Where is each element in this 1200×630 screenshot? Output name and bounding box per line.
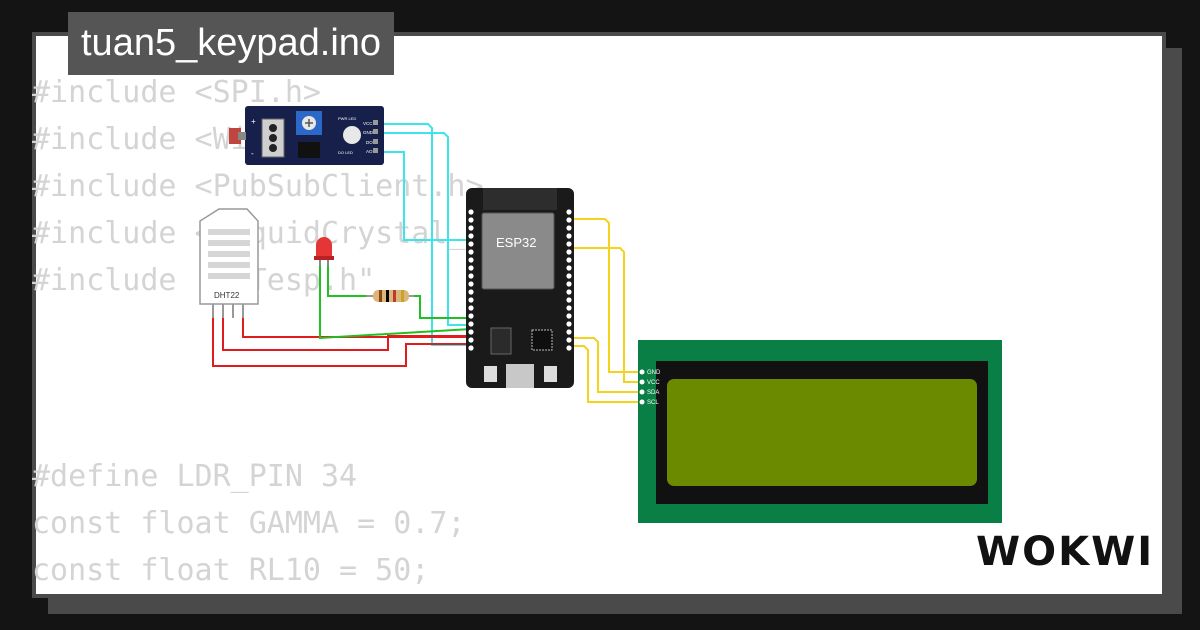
wire-lcd-gnd [566,218,641,373]
ldr-led-label-pwr: PWR LED [338,116,356,121]
lcd-pin-sda: SDA [647,390,659,396]
ldr-pin-vcc: VCC [363,121,373,126]
wire-ldr-gnd [378,132,471,326]
wire-led-cathode [319,262,472,340]
ldr-side-label-minus: - [251,149,254,158]
code-line: #include <SPI.h> [32,75,321,110]
wire-dht-gnd [242,318,471,338]
wire-resistor-esp [411,295,471,319]
wire-dht-vcc [212,318,471,367]
file-title: tuan5_keypad.ino [68,12,395,75]
lcd-pin-gnd: GND [647,370,661,376]
esp32-pins-right [566,209,572,351]
ldr-led-label-do: DO LED [338,150,353,155]
lcd-pin-scl: SCL [647,400,659,406]
wire-lcd-scl [566,345,641,403]
esp32-board[interactable]: ESP32 [466,188,574,388]
wire-lcd-vcc [566,247,641,383]
ldr-pin-do: DO [366,140,373,145]
wire-ldr-ao [378,151,471,241]
wires [212,123,641,403]
wokwi-logo: WOKWI [976,529,1155,575]
code-line: #define LDR_PIN 34 [32,459,358,494]
red-led[interactable] [314,237,334,266]
code-block-defines: #define LDR_PIN 34 const float GAMMA = 0.… [32,453,465,594]
dht22-sensor[interactable]: DHT22 [199,208,259,318]
resistor[interactable] [366,290,414,302]
wire-ldr-vcc [378,123,471,346]
ldr-module[interactable]: + - PWR LED DO LED VCC GND DO AO [229,106,384,165]
wire-led-anode [327,262,372,297]
esp32-label: ESP32 [496,235,536,250]
lcd-pin-vcc: VCC [647,380,660,386]
code-line: const float RL10 = 50; [32,553,430,588]
ldr-pin-gnd: GND [363,130,374,135]
dht22-label: DHT22 [214,291,240,300]
ldr-side-label-plus: + [251,117,256,126]
esp32-pins-left [468,209,474,351]
ldr-pin-ao: AO [366,149,373,154]
code-line: #include <PubSubClient.h> [32,169,484,204]
wire-lcd-sda [566,337,641,393]
lcd-display[interactable]: GND VCC SDA SCL [638,340,1002,523]
code-line: const float GAMMA = 0.7; [32,506,466,541]
